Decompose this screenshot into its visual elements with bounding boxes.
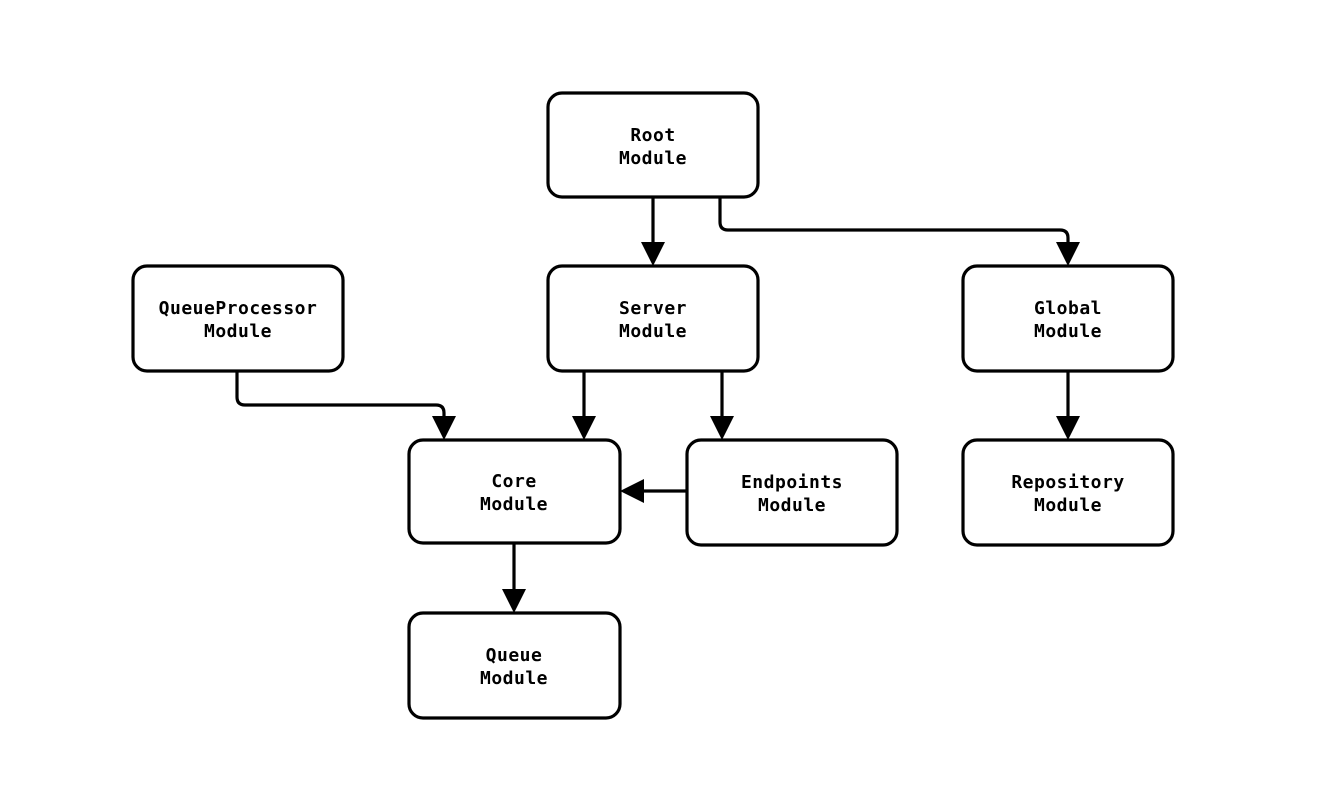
- node-root-module[interactable]: Root Module: [546, 91, 760, 199]
- node-endpoints-module-label-line2: Module: [758, 495, 826, 516]
- node-queue-module-label-line1: Queue: [486, 645, 543, 666]
- edge-root-to-server: [641, 197, 665, 266]
- edge-root-to-global-arrowhead: [1056, 242, 1080, 266]
- edge-endpoints-to-core-arrowhead: [620, 479, 644, 503]
- node-core-module-box[interactable]: [407, 438, 622, 545]
- node-server-module-label-line1: Server: [619, 298, 687, 319]
- node-repository-module-label-line1: Repository: [1011, 472, 1124, 493]
- node-endpoints-module-box[interactable]: [685, 438, 899, 547]
- edge-core-to-queue-arrowhead: [502, 589, 526, 613]
- node-endpoints-module-label-line1: Endpoints: [741, 472, 843, 493]
- edge-server-to-endpoints-arrowhead: [710, 416, 734, 440]
- edge-root-to-global-line: [718, 197, 1070, 248]
- node-queueprocessor-module-label-line2: Module: [204, 321, 272, 342]
- edge-layer: [235, 197, 1080, 613]
- node-queue-module-label-line2: Module: [480, 668, 548, 689]
- node-global-module-label-line2: Module: [1034, 321, 1102, 342]
- node-repository-module-box[interactable]: [961, 438, 1175, 547]
- node-queueprocessor-module[interactable]: QueueProcessor Module: [131, 264, 345, 373]
- node-global-module-label-line1: Global: [1034, 298, 1102, 319]
- node-server-module-box[interactable]: [546, 264, 760, 373]
- edge-queueprocessor-to-core-line: [235, 371, 446, 422]
- node-global-module-box[interactable]: [961, 264, 1175, 373]
- edge-server-to-core-arrowhead: [572, 416, 596, 440]
- edge-global-to-repository: [1056, 371, 1080, 440]
- edge-queueprocessor-to-core: [235, 371, 456, 440]
- edge-server-to-core: [572, 371, 596, 440]
- node-core-module-label-line2: Module: [480, 494, 548, 515]
- node-root-module-box[interactable]: [546, 91, 760, 199]
- node-root-module-label-line1: Root: [630, 125, 675, 146]
- edge-root-to-global: [718, 197, 1080, 266]
- node-queueprocessor-module-box[interactable]: [131, 264, 345, 373]
- node-queue-module-box[interactable]: [407, 611, 622, 720]
- node-endpoints-module[interactable]: Endpoints Module: [685, 438, 899, 547]
- edge-root-to-server-arrowhead: [641, 242, 665, 266]
- node-queue-module[interactable]: Queue Module: [407, 611, 622, 720]
- node-root-module-label-line2: Module: [619, 148, 687, 169]
- node-server-module[interactable]: Server Module: [546, 264, 760, 373]
- node-repository-module[interactable]: Repository Module: [961, 438, 1175, 547]
- node-core-module[interactable]: Core Module: [407, 438, 622, 545]
- node-core-module-label-line1: Core: [491, 471, 536, 492]
- edge-core-to-queue: [502, 543, 526, 613]
- node-queueprocessor-module-label-line1: QueueProcessor: [159, 298, 318, 319]
- edge-server-to-endpoints: [710, 371, 734, 440]
- node-repository-module-label-line2: Module: [1034, 495, 1102, 516]
- node-layer: Root Module QueueProcessor Module Server…: [131, 91, 1175, 720]
- edge-global-to-repository-arrowhead: [1056, 416, 1080, 440]
- node-server-module-label-line2: Module: [619, 321, 687, 342]
- edge-endpoints-to-core: [620, 479, 687, 503]
- node-global-module[interactable]: Global Module: [961, 264, 1175, 373]
- edge-queueprocessor-to-core-arrowhead: [432, 416, 456, 440]
